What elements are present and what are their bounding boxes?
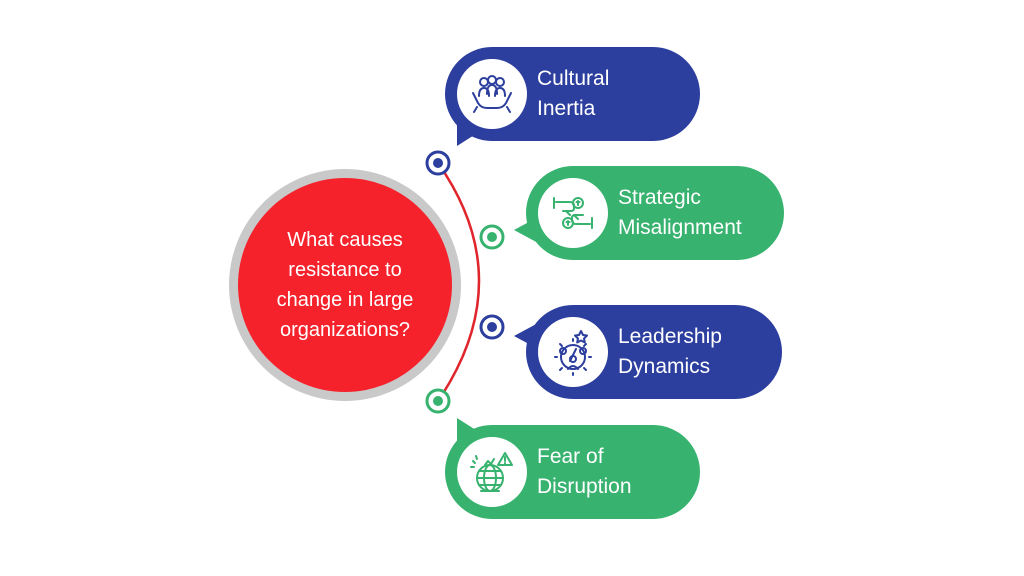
icon-badge [457, 59, 527, 129]
icon-badge [457, 437, 527, 507]
cause-card-cultural-inertia: Cultural Inertia [445, 47, 700, 141]
node-marker-4 [425, 388, 451, 414]
center-circle: What causes resistance to change in larg… [238, 178, 452, 392]
cause-label: Fear of Disruption [537, 445, 632, 498]
globe-warning-icon [470, 452, 513, 492]
cause-label: Strategic Misalignment [618, 186, 742, 239]
cause-card-fear-of-disruption: Fear of Disruption [445, 425, 700, 519]
handshake-exchange-icon [553, 197, 593, 229]
node-marker-2 [479, 224, 505, 250]
icon-badge [538, 317, 608, 387]
team-hands-icon [472, 75, 512, 113]
cause-label: Leadership Dynamics [618, 325, 722, 378]
cause-card-strategic-misalignment: Strategic Misalignment [526, 166, 784, 260]
node-marker-3 [479, 314, 505, 340]
icon-badge [538, 178, 608, 248]
leader-gear-icon [554, 330, 592, 376]
cause-label: Cultural Inertia [537, 67, 610, 120]
arc-line [436, 162, 481, 402]
node-marker-1 [425, 150, 451, 176]
cause-card-leadership-dynamics: Leadership Dynamics [526, 305, 782, 399]
center-question: What causes resistance to change in larg… [276, 229, 414, 341]
